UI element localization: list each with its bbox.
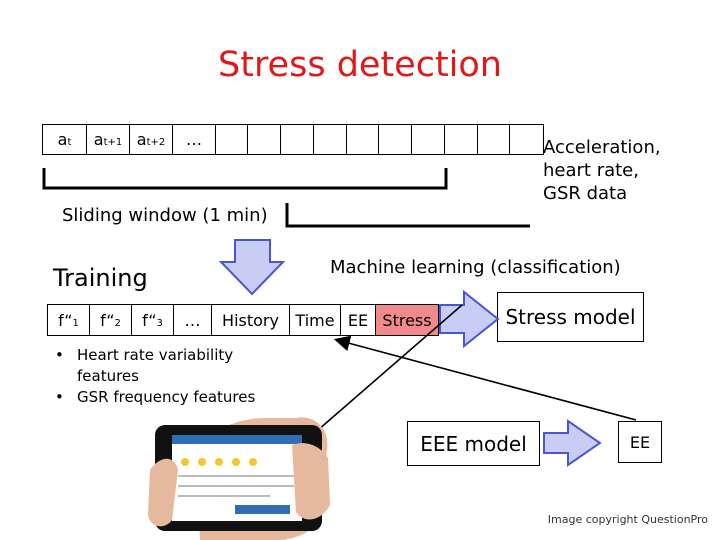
signal-cell (412, 125, 445, 154)
eee-model-label: EEE model (420, 431, 527, 456)
feature-bullets: •Heart rate variability features •GSR fr… (55, 345, 277, 408)
signal-cell (248, 125, 281, 154)
list-item: •GSR frequency features (55, 387, 277, 408)
signal-cell (379, 125, 412, 154)
bullet-text: GSR frequency features (77, 388, 256, 406)
page-title: Stress detection (218, 45, 502, 85)
bullet-text: Heart rate variability features (77, 346, 234, 385)
ee-feedback-line (333, 335, 637, 421)
data-source-line: heart rate, (543, 160, 639, 181)
signal-cell (281, 125, 314, 154)
signal-cell: … (173, 125, 216, 154)
stress-model-label: Stress model (505, 305, 636, 329)
list-item: •Heart rate variability features (55, 345, 277, 387)
signal-cell (347, 125, 379, 154)
feature-cell: Time (290, 305, 341, 335)
stress-model-box: Stress model (497, 292, 644, 342)
phone-in-hand-image (148, 417, 330, 540)
data-source-line: Acceleration, (543, 137, 661, 158)
feature-cell: EE (341, 305, 376, 335)
signal-cell (314, 125, 347, 154)
signal-cell (216, 125, 248, 154)
ee-output-label: EE (629, 432, 651, 452)
ml-label: Machine learning (classification) (330, 257, 621, 278)
feature-cell: f“3 (132, 305, 174, 335)
window-end-bracket (285, 203, 530, 228)
copyright-text: Image copyright QuestionPro (547, 513, 708, 526)
phone-link-line (317, 304, 463, 431)
data-sources-label: Acceleration, heart rate, GSR data (543, 136, 661, 205)
training-label: Training (53, 264, 148, 292)
down-arrow-icon (218, 239, 286, 296)
sliding-window-label: Sliding window (1 min) (62, 205, 268, 226)
feature-cell: f“1 (48, 305, 90, 335)
right-arrow-icon (543, 419, 602, 467)
sliding-window-bracket (42, 168, 448, 190)
stress-label-cell: Stress (376, 305, 438, 335)
eee-model-box: EEE model (407, 421, 540, 466)
right-arrow-icon (439, 289, 500, 349)
ee-output-box: EE (618, 421, 662, 463)
signal-cell (445, 125, 478, 154)
feature-cell: … (174, 305, 212, 335)
data-source-line: GSR data (543, 183, 628, 204)
signal-cell (478, 125, 510, 154)
feature-cell: History (212, 305, 290, 335)
feature-cell: f“2 (90, 305, 132, 335)
